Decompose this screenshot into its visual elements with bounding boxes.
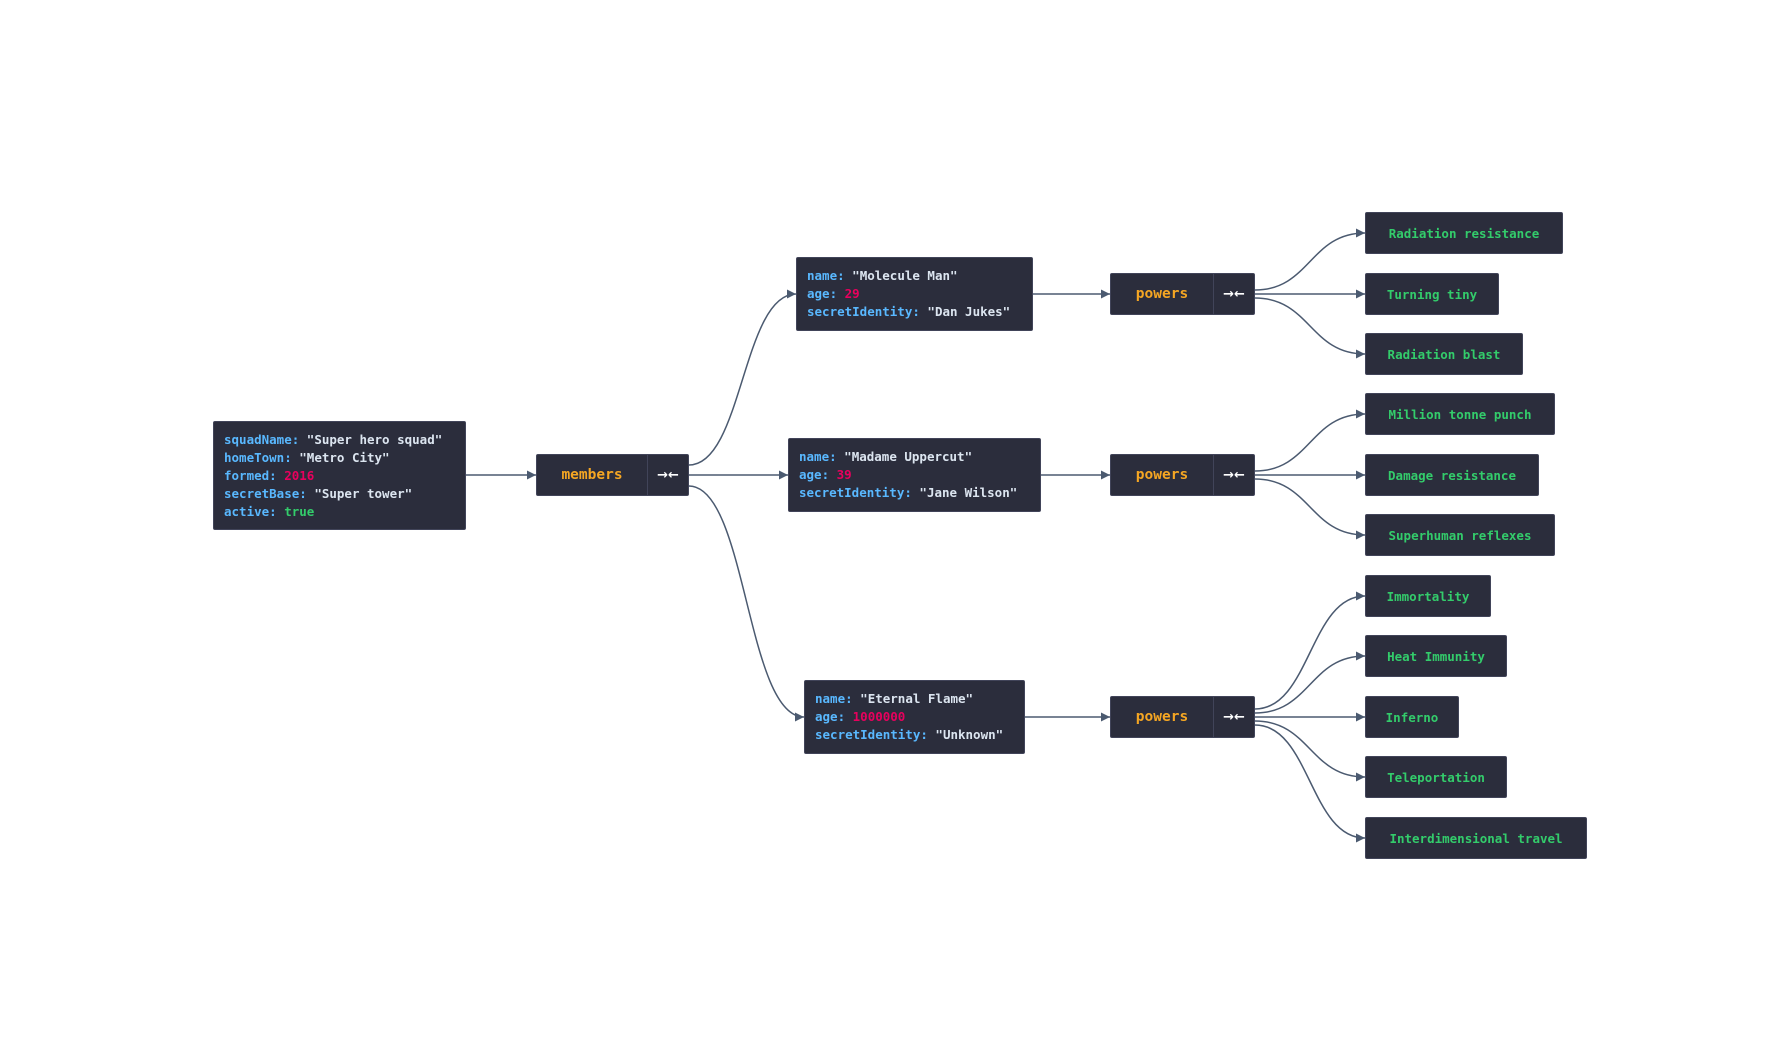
property-value: 39 (836, 467, 852, 482)
edge-powers-to-item (1254, 409, 1366, 472)
property-value: "Metro City" (299, 450, 390, 465)
property-value: "Unknown" (935, 727, 1004, 742)
edge-powers-to-item (1254, 478, 1366, 540)
member-node-molecule-man[interactable]: name: "Molecule Man" age: 29 secretIdent… (796, 257, 1033, 331)
property-key: age: (807, 286, 838, 301)
formed-row: formed: 2016 (224, 467, 455, 485)
property-key: secretBase: (224, 486, 307, 501)
powers-label: powers (1135, 709, 1189, 725)
members-label: members (561, 467, 623, 483)
member-node-madame-uppercut[interactable]: name: "Madame Uppercut" age: 39 secretId… (788, 438, 1041, 512)
edge-members-to-member (688, 485, 805, 722)
active-row: active: true (224, 503, 455, 521)
power-node[interactable]: Radiation resistance (1365, 212, 1563, 254)
power-node[interactable]: Inferno (1365, 696, 1459, 738)
power-node[interactable]: Damage resistance (1365, 454, 1539, 496)
member-name-row: name: "Eternal Flame" (815, 690, 1014, 708)
power-node[interactable]: Immortality (1365, 575, 1491, 617)
power-node[interactable]: Superhuman reflexes (1365, 514, 1555, 556)
collapse-icon[interactable]: →← (1213, 274, 1254, 314)
property-value: true (284, 504, 315, 519)
collapse-icon[interactable]: →← (647, 455, 688, 495)
property-value: "Super tower" (314, 486, 413, 501)
powers-array-node[interactable]: powers →← (1110, 454, 1255, 496)
edge-members-to-member (688, 289, 797, 466)
member-identity-row: secretIdentity: "Unknown" (815, 726, 1014, 744)
edge-powers-to-item (1254, 724, 1366, 843)
powers-array-node[interactable]: powers →← (1110, 273, 1255, 315)
edge-powers-to-item (1254, 228, 1366, 291)
secret-base-row: secretBase: "Super tower" (224, 485, 455, 503)
property-key: name: (815, 691, 853, 706)
property-key: age: (799, 467, 830, 482)
member-name-row: name: "Madame Uppercut" (799, 448, 1030, 466)
member-identity-row: secretIdentity: "Jane Wilson" (799, 484, 1030, 502)
power-node[interactable]: Teleportation (1365, 756, 1507, 798)
member-age-row: age: 29 (807, 285, 1022, 303)
property-key: secretIdentity: (807, 304, 920, 319)
member-age-row: age: 39 (799, 466, 1030, 484)
edge-powers-to-item (1254, 591, 1366, 710)
property-value: 1000000 (852, 709, 906, 724)
property-key: formed: (224, 468, 277, 483)
members-array-node[interactable]: members →← (536, 454, 689, 496)
powers-array-node[interactable]: powers →← (1110, 696, 1255, 738)
power-node[interactable]: Heat Immunity (1365, 635, 1507, 677)
squad-name-row: squadName: "Super hero squad" (224, 431, 455, 449)
property-value: "Madame Uppercut" (844, 449, 973, 464)
property-value: "Super hero squad" (306, 432, 443, 447)
edge-powers-to-item (1254, 297, 1366, 359)
property-key: name: (799, 449, 837, 464)
member-name-row: name: "Molecule Man" (807, 267, 1022, 285)
powers-label: powers (1135, 286, 1189, 302)
property-key: secretIdentity: (799, 485, 912, 500)
edge-powers-to-item (1254, 651, 1366, 714)
power-node[interactable]: Turning tiny (1365, 273, 1499, 315)
property-key: homeTown: (224, 450, 292, 465)
collapse-icon[interactable]: →← (1213, 455, 1254, 495)
property-key: age: (815, 709, 846, 724)
property-value: "Molecule Man" (852, 268, 958, 283)
power-node[interactable]: Radiation blast (1365, 333, 1523, 375)
property-key: secretIdentity: (815, 727, 928, 742)
property-value: 29 (844, 286, 860, 301)
collapse-icon[interactable]: →← (1213, 697, 1254, 737)
property-key: name: (807, 268, 845, 283)
property-value: "Jane Wilson" (919, 485, 1018, 500)
property-value: "Dan Jukes" (927, 304, 1011, 319)
property-key: active: (224, 504, 277, 519)
property-value: "Eternal Flame" (860, 691, 974, 706)
member-age-row: age: 1000000 (815, 708, 1014, 726)
member-node-eternal-flame[interactable]: name: "Eternal Flame" age: 1000000 secre… (804, 680, 1025, 754)
home-town-row: homeTown: "Metro City" (224, 449, 455, 467)
powers-label: powers (1135, 467, 1189, 483)
power-node[interactable]: Interdimensional travel (1365, 817, 1587, 859)
power-node[interactable]: Million tonne punch (1365, 393, 1555, 435)
property-key: squadName: (224, 432, 300, 447)
member-identity-row: secretIdentity: "Dan Jukes" (807, 303, 1022, 321)
edge-powers-to-item (1254, 720, 1366, 782)
property-value: 2016 (284, 468, 315, 483)
root-object-node[interactable]: squadName: "Super hero squad" homeTown: … (213, 421, 466, 530)
